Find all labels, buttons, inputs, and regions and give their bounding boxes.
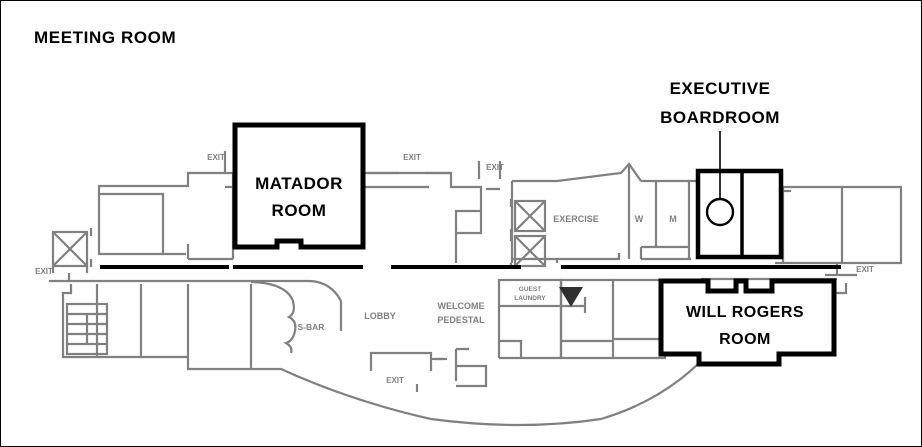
- exit-label-lobby-south: EXIT: [386, 376, 404, 385]
- exit-door-ticks: [223, 151, 502, 361]
- wall-exit-jog-left: [49, 273, 91, 283]
- exit-label-matador-west: EXIT: [207, 153, 225, 162]
- room-executive-boardroom-label-line2: BOARDROOM: [660, 108, 780, 127]
- label-guest-laundry-line1: GUEST: [519, 286, 541, 293]
- label-mens-restroom: M: [669, 214, 677, 224]
- wall-left-lower-outline: [61, 284, 97, 359]
- wall-central-block-b: [613, 278, 667, 360]
- wall-exercise-lower-left: [510, 259, 559, 263]
- wall-s-bar-curve: [250, 280, 297, 354]
- room-will-rogers-outline: [658, 278, 837, 367]
- wall-lobby-stub-3: [456, 364, 488, 388]
- page-title: MEETING ROOM: [34, 28, 177, 47]
- room-guest-laundry: [497, 278, 563, 308]
- wall-left-upper-bottom: [163, 244, 233, 261]
- room-executive-boardroom-label-line1: EXECUTIVE: [670, 79, 771, 98]
- room-matador-outline: [232, 122, 366, 250]
- label-s-bar: S-BAR: [298, 322, 325, 332]
- label-exercise: EXERCISE: [553, 214, 599, 224]
- label-womens-restroom: W: [635, 214, 644, 224]
- exit-labels: EXIT EXIT EXIT EXIT EXIT EXIT: [35, 153, 874, 385]
- room-will-rogers-label-line2: ROOM: [719, 331, 771, 348]
- exit-label-exercise: EXIT: [486, 163, 504, 172]
- welcome-pedestal-marker-icon: [559, 287, 583, 307]
- wall-left-stair-connect: [51, 228, 93, 273]
- stair-box-center-upper-x: [514, 200, 546, 232]
- wall-left-lower-b: [141, 284, 251, 371]
- stair-grid-left-lines: [67, 312, 107, 346]
- stair-box-center-upper: [513, 199, 547, 233]
- wall-left-lower-a: [95, 284, 143, 359]
- wall-exercise-top: [512, 162, 642, 183]
- wall-left-upper-outline: [97, 192, 165, 256]
- wall-connector-upper: [363, 171, 483, 235]
- room-executive-boardroom[interactable]: EXECUTIVE BOARDROOM: [660, 79, 784, 260]
- wall-central-rooms-b: [499, 339, 523, 358]
- stair-grid-left-box: [65, 302, 109, 356]
- stair-box-center-lower: [513, 234, 547, 268]
- room-matador-label-line1: MATADOR: [255, 174, 343, 193]
- corridor-wall-main-north-b: [309, 279, 342, 302]
- room-matador-label-line2: ROOM: [272, 201, 327, 220]
- room-will-rogers[interactable]: WILL ROGERS ROOM: [658, 278, 837, 367]
- wall-connector-stub: [454, 161, 500, 263]
- wall-restroom-bottom: [639, 245, 691, 261]
- label-welcome-pedestal-line1: WELCOME: [438, 301, 485, 311]
- room-matador[interactable]: MATADOR ROOM: [232, 122, 366, 250]
- wall-lobby-exit-box: [369, 351, 433, 371]
- wall-left-upper-body: [97, 171, 235, 259]
- area-labels: EXERCISE W M LOBBY WELCOME PEDESTAL GUES…: [298, 214, 677, 332]
- exit-label-matador-east: EXIT: [403, 153, 421, 162]
- stair-box-left: [51, 230, 89, 268]
- wall-exercise-divider: [617, 179, 701, 259]
- boardroom-table-icon: [705, 197, 735, 227]
- building-walls-light: [49, 161, 903, 427]
- label-welcome-pedestal-line2: PEDESTAL: [437, 315, 485, 325]
- stair-box-left-x: [52, 231, 88, 267]
- label-guest-laundry-line2: LAUNDRY: [514, 295, 546, 302]
- wall-lobby-south-curve: [251, 301, 703, 427]
- label-lobby: LOBBY: [364, 311, 396, 321]
- stair-box-center-lower-x: [514, 235, 546, 267]
- room-executive-boardroom-outline: [695, 168, 784, 260]
- room-will-rogers-label-line1: WILL ROGERS: [686, 304, 804, 321]
- exit-label-west-corridor: EXIT: [35, 267, 53, 276]
- exit-label-east-corridor: EXIT: [856, 265, 874, 274]
